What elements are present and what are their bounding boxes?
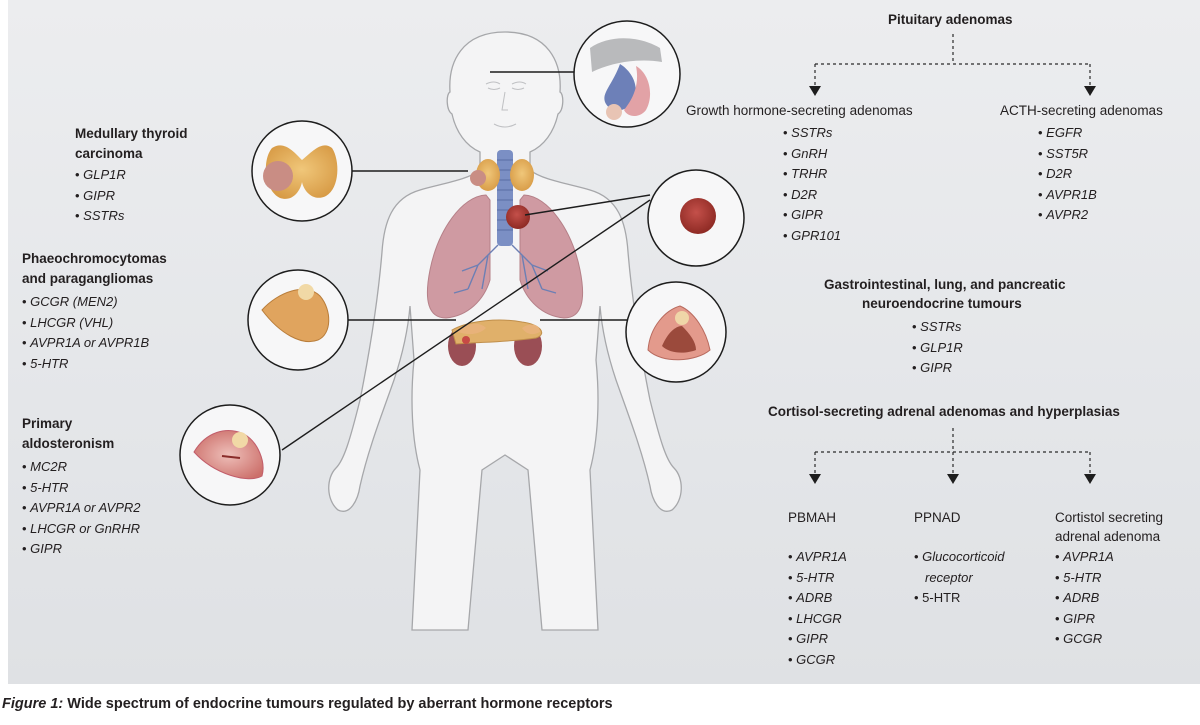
thyroid-organ <box>470 159 534 191</box>
ppnad-item-line1: Glucocorticoid <box>922 549 1005 564</box>
adenoma-receptor-list: AVPR1A 5-HTR ADRB GIPR GCGR <box>1055 547 1114 650</box>
list-item: GIPR <box>788 629 847 650</box>
list-item: 5-HTR <box>1055 568 1114 589</box>
list-item: GPR101 <box>783 226 841 247</box>
abdominal-organs <box>448 319 543 366</box>
figure-caption: Figure 1: Wide spectrum of endocrine tum… <box>2 696 613 712</box>
trachea <box>497 150 513 246</box>
list-item: 5-HTR <box>22 478 141 499</box>
list-item: LHCGR <box>788 609 847 630</box>
list-item: MC2R <box>22 457 141 478</box>
list-item: 5-HTR <box>788 568 847 589</box>
gep-title-line1: Gastrointestinal, lung, and pancreatic <box>824 277 1066 292</box>
anatomy-illustration <box>179 20 1096 631</box>
gh-adenoma-title: Growth hormone-secreting adenomas <box>686 103 913 118</box>
pituitary-tree <box>814 34 1091 86</box>
list-item: GIPR <box>22 539 141 560</box>
list-item: SST5R <box>1038 144 1097 165</box>
pbmah-receptor-list: AVPR1A 5-HTR ADRB LHCGR GIPR GCGR <box>788 547 847 670</box>
gep-receptor-list: SSTRs GLP1R GIPR <box>912 317 963 379</box>
list-item: D2R <box>783 185 841 206</box>
list-item: GCGR <box>1055 629 1114 650</box>
list-item: D2R <box>1038 164 1097 185</box>
list-item: GCGR (MEN2) <box>22 292 149 313</box>
pheo-title-line1: Phaeochromocytomas <box>22 251 167 266</box>
ppnad-receptor-list: Glucocorticoid receptor 5-HTR <box>914 547 1005 609</box>
pheo-receptor-list: GCGR (MEN2) LHCGR (VHL) AVPR1A or AVPR1B… <box>22 292 149 374</box>
gh-receptor-list: SSTRs GnRH TRHR D2R GIPR GPR101 <box>783 123 841 246</box>
pbmah-title: PBMAH <box>788 510 837 525</box>
pheo-title-line2: and paragangliomas <box>22 271 154 286</box>
list-item: SSTRs <box>912 317 963 338</box>
caption-text: Wide spectrum of endocrine tumours regul… <box>63 696 613 712</box>
list-item: GLP1R <box>75 165 126 186</box>
acth-receptor-list: EGFR SST5R D2R AVPR1B AVPR2 <box>1038 123 1097 226</box>
list-item: AVPR1A <box>788 547 847 568</box>
mtc-title-line2: carcinoma <box>75 146 143 161</box>
list-item: ADRB <box>1055 588 1114 609</box>
pituitary-title: Pituitary adenomas <box>888 12 1013 27</box>
aldo-title-line2: aldosteronism <box>22 436 115 451</box>
gep-title-line2: neuroendocrine tumours <box>862 296 1022 311</box>
pituitary-tree-arrows <box>809 86 1096 96</box>
ppnad-title: PPNAD <box>914 510 961 525</box>
list-item: GIPR <box>1055 609 1114 630</box>
mtc-title-line1: Medullary thyroid <box>75 126 188 141</box>
list-item: GIPR <box>783 205 841 226</box>
cortisol-tree-arrows <box>809 474 1096 484</box>
adenoma-title-line2: adrenal adenoma <box>1055 529 1161 544</box>
adenoma-title-line1: Cortistol secreting <box>1055 510 1164 525</box>
figure-label: Figure 1: <box>2 696 64 712</box>
aldo-title-line1: Primary <box>22 416 73 431</box>
inset-adrenal-right <box>625 281 727 383</box>
inset-aldosteronoma <box>179 404 281 506</box>
mtc-receptor-list: GLP1R GIPR SSTRs <box>75 165 126 227</box>
cortisol-tree <box>814 428 1091 474</box>
list-item: AVPR1A <box>1055 547 1114 568</box>
list-item: GIPR <box>75 186 126 207</box>
cortisol-title: Cortisol-secreting adrenal adenomas and … <box>768 404 1120 419</box>
list-item: 5-HTR <box>914 588 1005 609</box>
list-item: SSTRs <box>783 123 841 144</box>
inset-pituitary <box>573 20 681 128</box>
inset-lung-tumour <box>647 169 745 267</box>
lungs <box>426 194 584 319</box>
lung-tumour <box>506 205 530 229</box>
list-item: AVPR2 <box>1038 205 1097 226</box>
list-item: AVPR1A or AVPR2 <box>22 498 140 519</box>
list-item: Glucocorticoid receptor <box>914 547 1005 588</box>
list-item: GIPR <box>912 358 963 379</box>
list-item: EGFR <box>1038 123 1097 144</box>
inset-pheochromocytoma <box>247 269 349 371</box>
list-item: AVPR1A or AVPR1B <box>22 333 149 354</box>
inset-thyroid <box>251 120 353 222</box>
list-item: AVPR1B <box>1038 185 1097 206</box>
list-item: GLP1R <box>912 338 963 359</box>
list-item: GCGR <box>788 650 847 671</box>
ppnad-item-line2: receptor <box>925 569 973 585</box>
list-item: LHCGR (VHL) <box>22 313 149 334</box>
list-item: TRHR <box>783 164 841 185</box>
list-item: ADRB <box>788 588 847 609</box>
face-outline <box>485 81 527 128</box>
list-item: LHCGR or GnRHR <box>22 519 141 540</box>
list-item: 5-HTR <box>22 354 149 375</box>
aldo-receptor-list: MC2R 5-HTR AVPR1A or AVPR2 LHCGR or GnRH… <box>22 457 141 560</box>
list-item: SSTRs <box>75 206 126 227</box>
list-item: GnRH <box>783 144 841 165</box>
acth-adenoma-title: ACTH-secreting adenomas <box>1000 103 1163 118</box>
connector-lines <box>281 71 651 451</box>
